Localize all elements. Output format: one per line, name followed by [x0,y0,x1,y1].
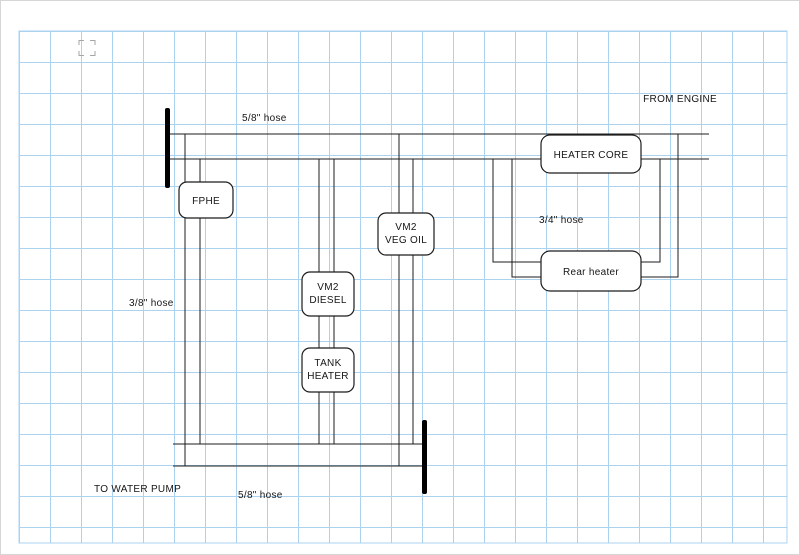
node-rear-heater-box[interactable] [540,250,642,292]
node-vm2-diesel-box[interactable] [301,271,355,317]
selection-marks-icon [78,40,96,56]
node-fphe-box[interactable] [178,181,234,219]
node-vm2-diesel[interactable]: VM2 DIESEL [301,271,355,317]
node-fphe-label: FPHE [192,196,220,207]
label-hose-left: 3/8" hose [129,298,174,309]
label-from-engine: FROM ENGINE [643,94,717,105]
node-vm2-veg-oil-label-2: VEG OIL [385,235,427,246]
label-to-water-pump: TO WATER PUMP [94,484,181,495]
node-heater-core-label: HEATER CORE [554,150,629,161]
node-fphe[interactable]: FPHE [178,181,234,219]
node-tank-heater-box[interactable] [301,347,355,393]
node-vm2-diesel-label-2: DIESEL [309,295,347,306]
node-vm2-diesel-label-1: VM2 [317,282,339,293]
grid-paper [19,31,787,543]
pipe-rearheater-right-return [641,134,679,278]
node-heater-core-box[interactable] [540,134,642,174]
node-tank-heater-label-2: HEATER [307,371,349,382]
label-hose-bottom: 5/8" hose [238,490,283,501]
node-tank-heater[interactable]: TANK HEATER [301,347,355,393]
node-vm2-veg-oil-box[interactable] [377,212,435,256]
pipe-rearheater-left-supply [492,159,541,263]
node-rear-heater[interactable]: Rear heater [540,250,642,292]
pipe-end-cap-left [165,108,170,188]
pipe-rearheater-left-return [511,159,541,278]
pipe-rearheater-right-supply [641,159,661,263]
node-rear-heater-label: Rear heater [563,267,619,278]
node-vm2-veg-oil-label-1: VM2 [395,222,417,233]
node-tank-heater-label-1: TANK [314,358,341,369]
node-heater-core[interactable]: HEATER CORE [540,134,642,174]
label-hose-top: 5/8" hose [242,113,287,124]
node-vm2-veg-oil[interactable]: VM2 VEG OIL [377,212,435,256]
pipe-end-cap-right [422,420,427,494]
label-hose-right: 3/4" hose [539,215,584,226]
grid-paper-border [18,30,788,544]
